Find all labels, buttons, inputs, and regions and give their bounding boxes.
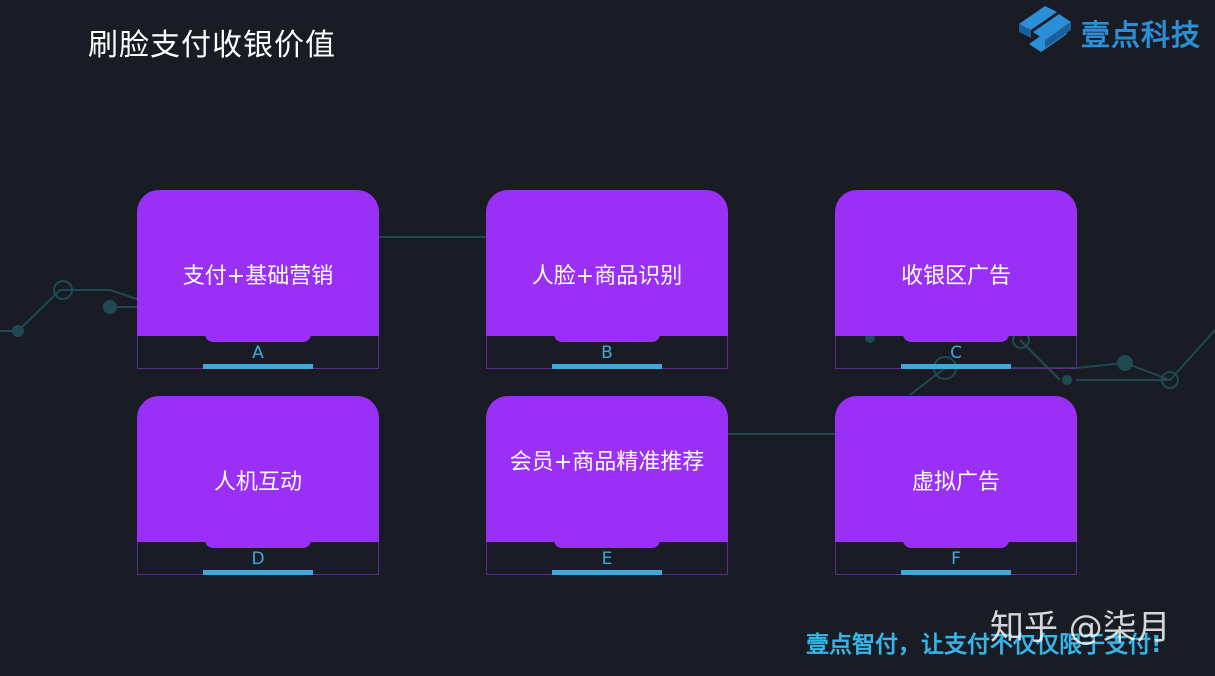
card-label: 人机互动 <box>213 470 302 495</box>
value-card-c: 收银区广告 C <box>835 190 1077 370</box>
card-letter: D <box>251 549 265 569</box>
slogan: 壹点智付，让支付不仅仅限于支付! <box>806 632 1162 658</box>
brand-logo: 壹点科技 <box>1015 2 1215 60</box>
value-card-b: 人脸+商品识别 B <box>486 190 728 370</box>
card-accent-bar <box>552 364 662 369</box>
card-label: 收银区广告 <box>900 264 1011 289</box>
card-accent-bar <box>203 570 313 575</box>
card-label: 支付+基础营销 <box>182 264 334 289</box>
page-title: 刷脸支付收银价值 <box>88 28 336 63</box>
value-card-f: 虚拟广告 F <box>835 396 1077 576</box>
card-accent-bar <box>901 364 1011 369</box>
brand-logo-icon <box>1019 6 1071 52</box>
card-accent-bar <box>901 570 1011 575</box>
card-label: 人脸+商品识别 <box>531 264 683 289</box>
card-letter: A <box>252 343 264 363</box>
card-letter: B <box>601 343 613 363</box>
value-card-d: 人机互动 D <box>137 396 379 576</box>
brand-name: 壹点科技 <box>1081 18 1202 52</box>
value-card-a: 支付+基础营销 A <box>137 190 379 370</box>
card-label: 虚拟广告 <box>911 470 1000 495</box>
card-label: 会员+商品精准推荐 <box>509 450 705 475</box>
value-card-e: 会员+商品精准推荐 E <box>486 396 728 576</box>
card-accent-bar <box>552 570 662 575</box>
card-letter: E <box>601 549 613 569</box>
card-letter: F <box>951 549 961 569</box>
card-letter: C <box>950 343 962 363</box>
card-accent-bar <box>203 364 313 369</box>
watermark: 知乎 @柒月 <box>990 608 1171 648</box>
